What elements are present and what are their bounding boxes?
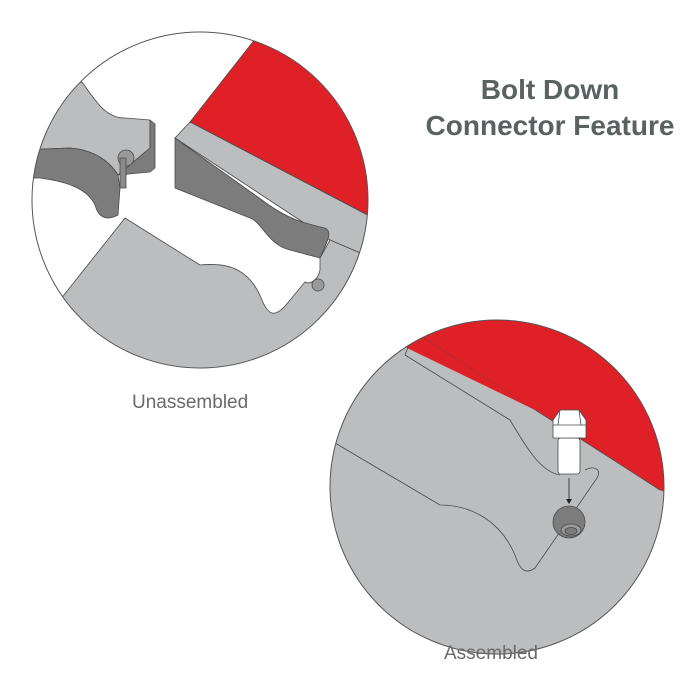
page-title: Bolt Down Connector Feature xyxy=(400,72,700,144)
right-piece-side xyxy=(174,137,330,259)
bolt-icon xyxy=(552,409,587,475)
caption-unassembled: Unassembled xyxy=(132,392,249,413)
caption-assembled: Assembled xyxy=(444,643,538,664)
title-line-1: Bolt Down xyxy=(480,74,620,105)
assembled-illustration xyxy=(329,319,665,655)
left-piece-side xyxy=(32,147,121,219)
unassembled-illustration xyxy=(31,31,369,369)
title-line-2: Connector Feature xyxy=(425,110,675,141)
